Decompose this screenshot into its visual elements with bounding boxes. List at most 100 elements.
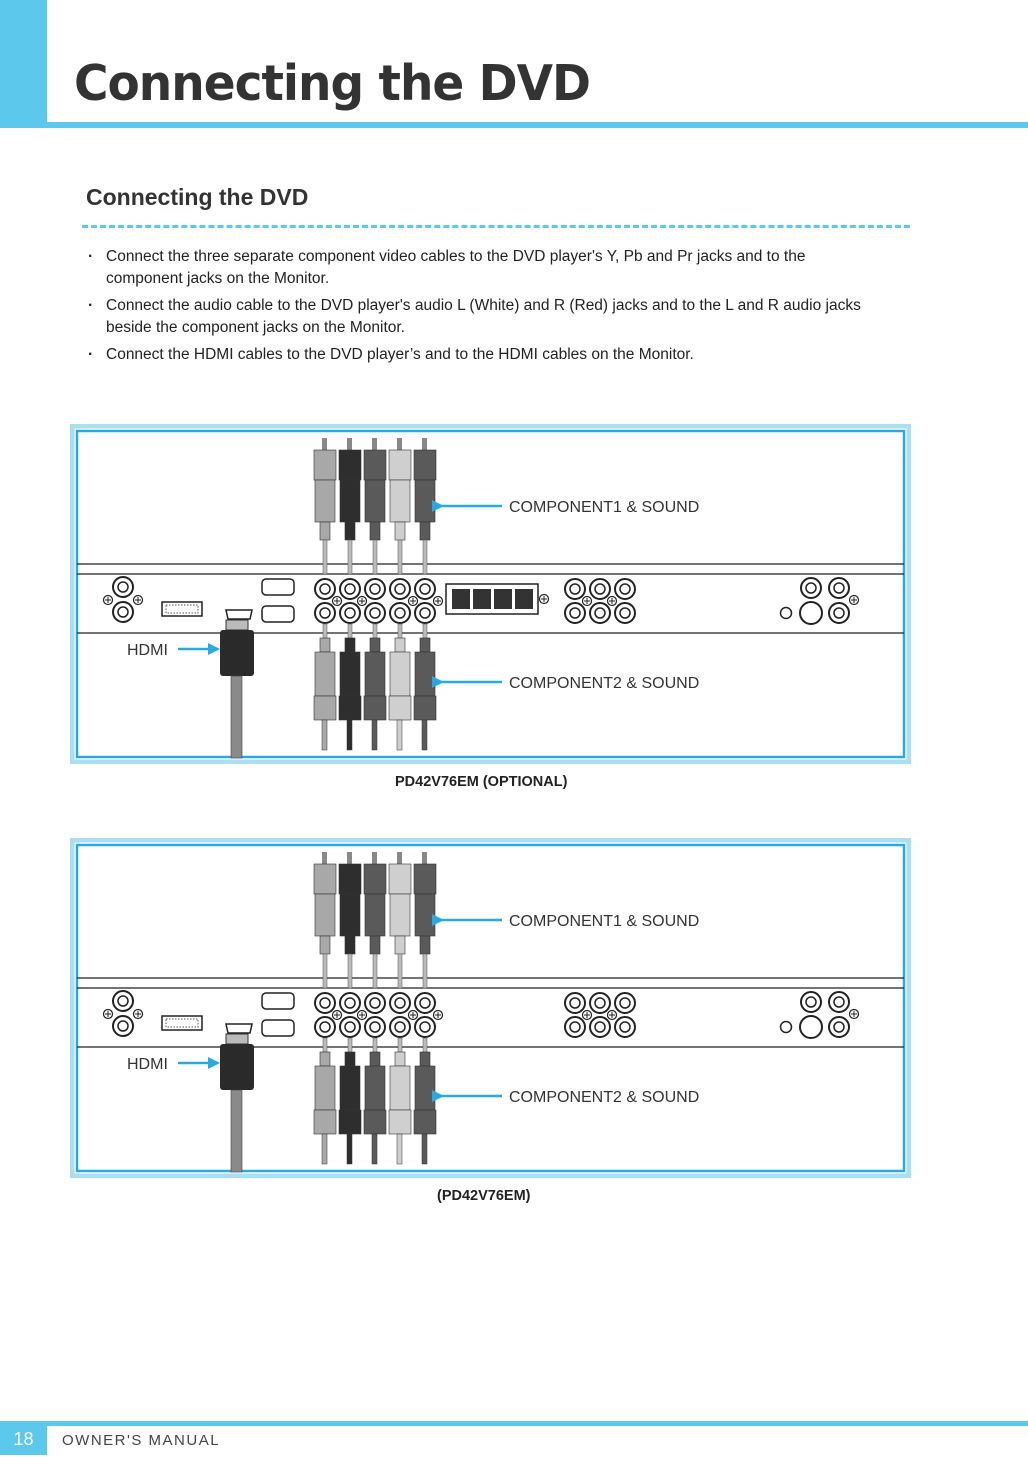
rs232-port xyxy=(261,992,295,1010)
hdmi-plug xyxy=(220,1033,254,1173)
rca-jack-center xyxy=(805,996,817,1008)
plug-pin xyxy=(422,1037,428,1053)
plug-body xyxy=(364,893,386,937)
rca-jack-center xyxy=(594,997,606,1009)
rca-jack-center xyxy=(319,607,331,619)
footer-rule xyxy=(0,1421,1028,1426)
plug-pin xyxy=(322,539,328,575)
plug-cable xyxy=(396,1133,403,1165)
speaker-terminal-block xyxy=(445,583,550,615)
hdmi-plug-body xyxy=(220,1044,254,1090)
instruction-line: Connect the HDMI cables to the DVD playe… xyxy=(106,346,694,363)
vga-port xyxy=(261,605,295,623)
plug-boot xyxy=(413,1109,437,1135)
plug-tip xyxy=(419,521,431,541)
s-video-jack xyxy=(799,601,823,625)
rca-jack-center xyxy=(344,1021,356,1033)
plug-pin xyxy=(422,953,428,989)
plug-pin xyxy=(347,1037,353,1053)
plug-body xyxy=(364,1065,386,1111)
screw-cross xyxy=(105,597,111,603)
plug-boot xyxy=(363,1109,387,1135)
rca-jack-center xyxy=(394,607,406,619)
rca-jack-center xyxy=(117,1020,129,1032)
section-title: Connecting the DVD xyxy=(86,184,309,210)
plug-body xyxy=(314,651,336,697)
plug-body xyxy=(364,651,386,697)
plug-tip xyxy=(344,935,356,955)
rca-jack-center xyxy=(419,607,431,619)
plug-body xyxy=(339,893,361,937)
diagram-label: COMPONENT2 & SOUND xyxy=(509,675,699,692)
screw-cross xyxy=(359,598,365,604)
screw-cross xyxy=(135,597,141,603)
speaker-terminal xyxy=(515,589,533,609)
footer-label: OWNER'S MANUAL xyxy=(62,1432,221,1449)
plug-cable xyxy=(346,1133,353,1165)
instruction-line: component jacks on the Monitor. xyxy=(106,270,330,287)
rca-jack-center xyxy=(569,583,581,595)
page-title: Connecting the DVD xyxy=(74,54,591,113)
rca-jack-center xyxy=(319,997,331,1009)
rca-plug-top xyxy=(388,852,412,989)
plug-pin xyxy=(347,623,353,639)
screw-cross xyxy=(410,1012,416,1018)
plug-boot xyxy=(363,695,387,721)
speaker-terminal xyxy=(473,589,491,609)
hdmi-plug-body xyxy=(220,630,254,676)
rca-plug-bottom xyxy=(363,1037,387,1165)
rca-jack-center xyxy=(805,582,817,594)
diagram-label: HDMI xyxy=(127,642,168,659)
plug-boot xyxy=(388,695,412,721)
plug-cable xyxy=(321,719,328,751)
screw-cross xyxy=(609,1012,615,1018)
plug-boot xyxy=(338,1109,362,1135)
diagram-caption: PD42V76EM (OPTIONAL) xyxy=(395,774,568,790)
plug-cable xyxy=(372,852,377,864)
rca-jack-center xyxy=(594,1021,606,1033)
rca-plug-top xyxy=(338,852,362,989)
plug-pin xyxy=(322,953,328,989)
plug-boot xyxy=(388,863,412,895)
plug-cable xyxy=(322,852,327,864)
header-rule xyxy=(47,122,1028,128)
pointer-arrow-head xyxy=(208,1057,220,1069)
rca-jack-center xyxy=(419,997,431,1009)
plug-tip xyxy=(344,1051,356,1067)
pointer-arrow-head xyxy=(432,500,444,512)
plug-pin xyxy=(397,623,403,639)
dvi-pins xyxy=(165,604,199,614)
rca-jack-center xyxy=(569,1021,581,1033)
rca-jack-center xyxy=(369,583,381,595)
screw-cross xyxy=(584,598,590,604)
plug-cable xyxy=(347,852,352,864)
plug-pin xyxy=(347,539,353,575)
rca-plug-bottom xyxy=(338,623,362,751)
plug-tip xyxy=(369,1051,381,1067)
plug-tip xyxy=(394,637,406,653)
hdmi-cable xyxy=(230,675,243,759)
plug-body xyxy=(314,893,336,937)
plug-boot xyxy=(363,863,387,895)
instruction-line: Connect the audio cable to the DVD playe… xyxy=(106,297,861,314)
screw-cross xyxy=(435,1012,441,1018)
plug-body xyxy=(389,893,411,937)
rca-plug-top xyxy=(363,438,387,575)
plug-cable xyxy=(372,438,377,450)
speaker-terminal xyxy=(494,589,512,609)
plug-tip xyxy=(394,521,406,541)
hdmi-port xyxy=(225,609,253,620)
rca-plug-top xyxy=(388,438,412,575)
plug-body xyxy=(364,479,386,523)
plug-tip xyxy=(319,1051,331,1067)
rca-jack-center xyxy=(619,583,631,595)
diagram-frame-outer xyxy=(70,838,911,1178)
section-divider xyxy=(82,225,910,228)
screw-cross xyxy=(584,1012,590,1018)
screw-cross xyxy=(105,1011,111,1017)
instruction-item: Connect the audio cable to the DVD playe… xyxy=(86,295,916,339)
rca-jack-center xyxy=(833,582,845,594)
plug-cable xyxy=(371,1133,378,1165)
plug-boot xyxy=(338,695,362,721)
